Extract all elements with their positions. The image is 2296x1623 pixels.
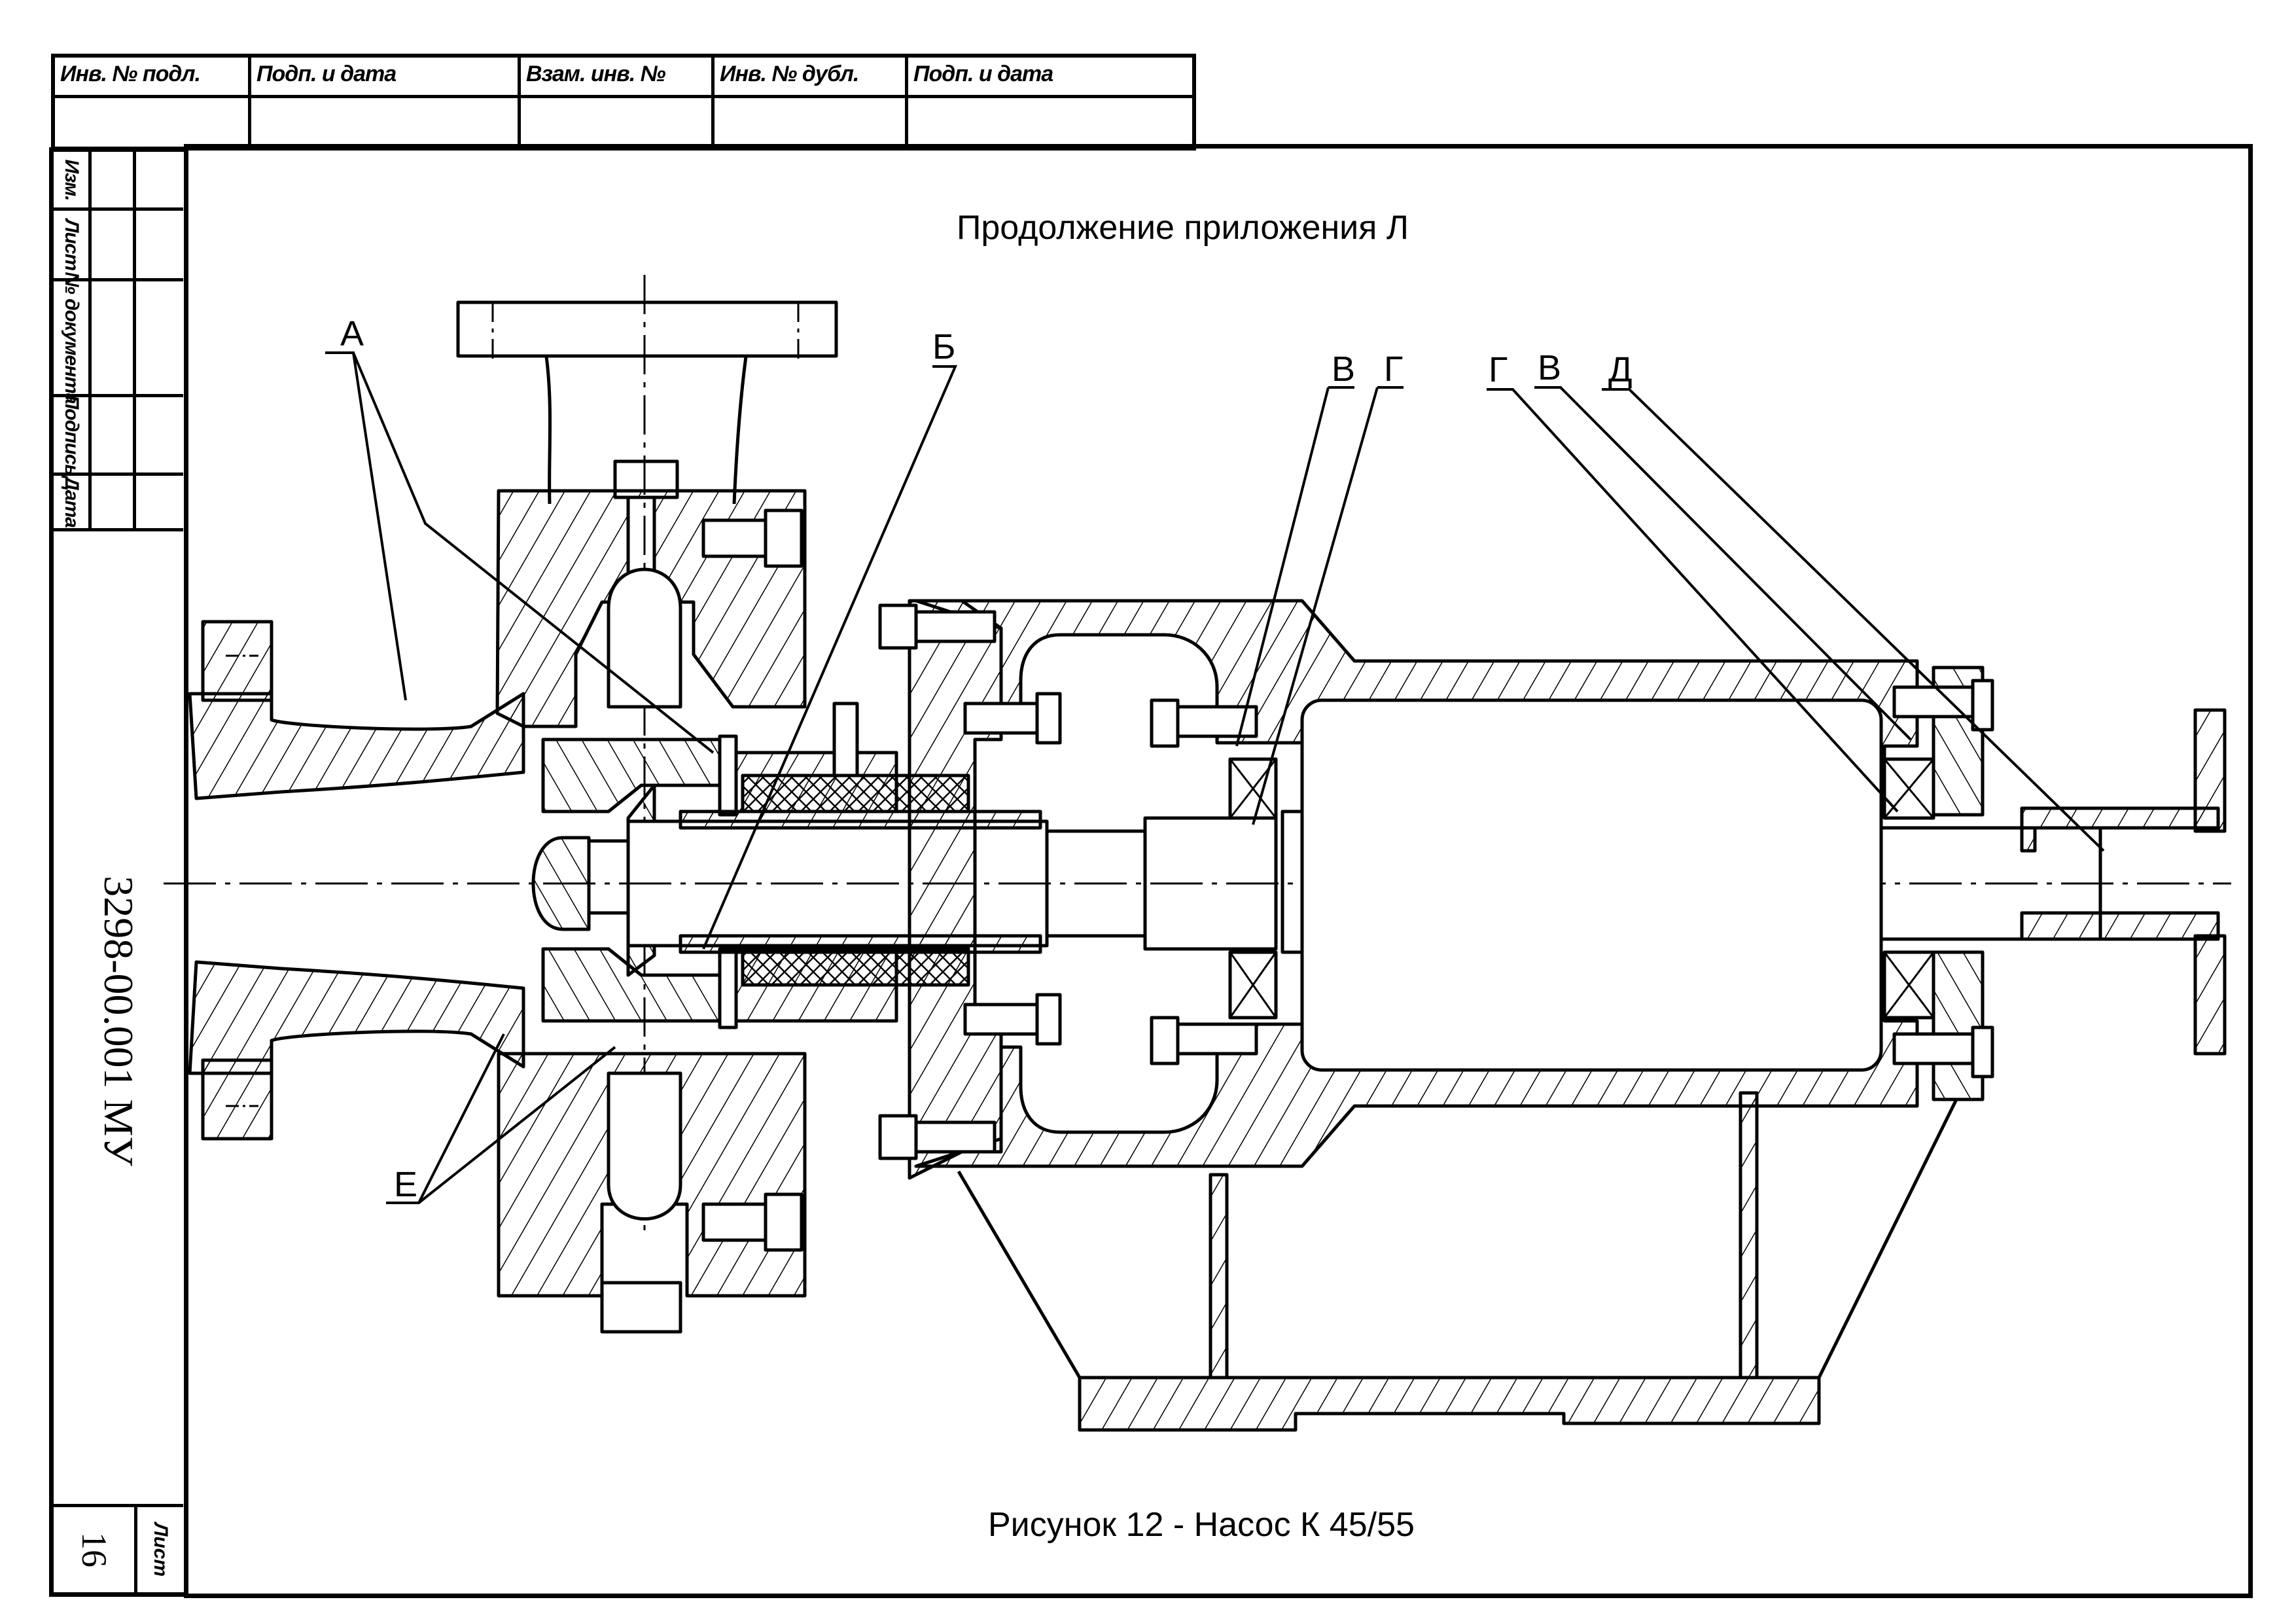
- callout-D: Д: [1602, 350, 2105, 852]
- stamp-header: Подп. и дата: [251, 58, 518, 98]
- callout-B: Б: [702, 327, 958, 950]
- figure-caption: Рисунок 12 - Насос К 45/55: [988, 1506, 1415, 1544]
- stamp-header: Инв. № дубл.: [715, 58, 905, 98]
- callout-V1: В: [1235, 349, 1355, 747]
- callouts: А Б В Г Г В Д Е: [325, 314, 2105, 1204]
- shaft: [164, 810, 2231, 954]
- strip-row-doc-number: № документа: [54, 272, 183, 404]
- sheet-box: 16 Лист: [54, 1504, 183, 1592]
- stamp-header: Инв. № подл.: [55, 58, 248, 98]
- stamp-col-inv-dup: Инв. № дубл.: [715, 58, 908, 147]
- stamp-col-inv-orig: Инв. № подл.: [55, 58, 251, 147]
- suction-nozzle: [188, 620, 525, 1141]
- callout-G1: Г: [1252, 349, 1404, 825]
- volute-casing: [495, 459, 807, 1334]
- top-stamp-table: Инв. № подл. Подп. и дата Взам. инв. № И…: [51, 54, 1196, 151]
- bearing-housing: [878, 599, 1994, 1180]
- page-heading: Продолжение приложения Л: [957, 209, 1409, 247]
- pedestal: [957, 1091, 1958, 1432]
- callout-V2: В: [1534, 348, 1912, 741]
- callout-label: Г: [1384, 349, 1403, 389]
- strip-row-sheet: Лист: [54, 211, 183, 281]
- bolts: [878, 603, 1994, 1160]
- callout-label: Е: [394, 1165, 417, 1204]
- callout-label: Д: [1608, 350, 1633, 389]
- callout-label: В: [1332, 349, 1355, 389]
- strip-row-signature: Подпись: [54, 395, 183, 476]
- coupling: [2020, 708, 2227, 1056]
- callout-label: Г: [1489, 350, 1508, 389]
- bearing-right: [1882, 757, 1935, 1020]
- stamp-col-sign-date-2: Подп. и дата: [908, 58, 1192, 147]
- stamp-header: Подп. и дата: [908, 58, 1192, 98]
- stamp-col-sign-date: Подп. и дата: [251, 58, 521, 147]
- callout-label: Б: [932, 327, 955, 366]
- bearing-left: [1228, 757, 1278, 1020]
- stamp-col-replace-inv: Взам. инв. №: [521, 58, 715, 147]
- callout-E: Е: [386, 1033, 616, 1204]
- strip-row-change: Изм.: [54, 152, 183, 211]
- callout-G2: Г: [1487, 350, 1899, 813]
- stamp-header: Взам. инв. №: [521, 58, 711, 98]
- callout-label: В: [1538, 348, 1561, 387]
- strip-row-date: Дата: [54, 476, 183, 531]
- drawing-frame: [184, 144, 2253, 1598]
- callout-label: А: [340, 314, 364, 353]
- callout-A: А: [325, 314, 715, 754]
